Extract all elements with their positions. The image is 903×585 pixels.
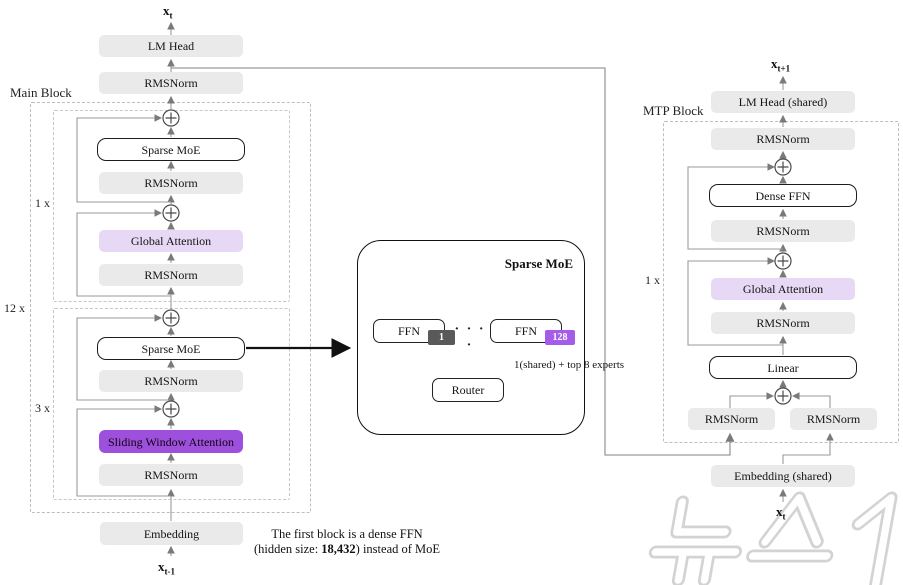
add-icon (162, 109, 180, 127)
rmsnorm-box: RMSNorm (711, 312, 855, 334)
rmsnorm-box: RMSNorm (99, 264, 243, 286)
repeat-count-label: 1 x (645, 273, 660, 287)
router-box: Router (432, 378, 504, 402)
add-icon (162, 309, 180, 327)
input-output-label: xt (163, 3, 173, 21)
lm-head-shared-box: LM Head (shared) (711, 91, 855, 113)
embedding-box: Embedding (100, 522, 243, 545)
rmsnorm-box: RMSNorm (711, 220, 855, 242)
dense-ffn-box: Dense FFN (709, 184, 857, 207)
embedding-shared-box: Embedding (shared) (711, 465, 855, 487)
mtp-block-label: MTP Block (643, 103, 704, 118)
sparse-moe-box: Sparse MoE (97, 138, 245, 161)
repeat-count-label: 3 x (35, 401, 50, 415)
add-icon (162, 400, 180, 418)
repeat-count-label: 12 x (4, 301, 25, 315)
dense-ffn-footnote: The first block is a dense FFN (hidden s… (253, 527, 441, 556)
sliding-window-attention-box: Sliding Window Attention (99, 430, 243, 453)
input-output-label: xt+1 (771, 56, 791, 74)
input-output-label: xt (776, 504, 786, 522)
rmsnorm-box: RMSNorm (99, 370, 243, 392)
add-icon (162, 204, 180, 222)
linear-box: Linear (709, 356, 857, 379)
rmsnorm-box: RMSNorm (99, 72, 243, 94)
sparse-moe-box: Sparse MoE (97, 337, 245, 360)
global-attention-box: Global Attention (711, 278, 855, 300)
rmsnorm-box: RMSNorm (790, 408, 877, 430)
add-icon (774, 387, 792, 405)
main-block-label: Main Block (10, 85, 72, 100)
experts-caption: 1(shared) + top 8 experts (514, 359, 625, 371)
ellipsis-dots: · · · · (454, 322, 486, 353)
add-icon (774, 158, 792, 176)
rmsnorm-box: RMSNorm (688, 408, 775, 430)
repeat-count-label: 1 x (35, 196, 50, 210)
add-icon (774, 252, 792, 270)
expert-index-badge: 1 (428, 330, 455, 345)
rmsnorm-box: RMSNorm (711, 128, 855, 150)
sparse-moe-detail-title: Sparse MoE (504, 256, 573, 271)
global-attention-box: Global Attention (99, 230, 243, 252)
expert-index-badge: 128 (545, 330, 575, 345)
rmsnorm-box: RMSNorm (99, 172, 243, 194)
input-output-label: xt-1 (158, 559, 175, 577)
lm-head-box: LM Head (99, 35, 243, 57)
rmsnorm-box: RMSNorm (99, 464, 243, 486)
